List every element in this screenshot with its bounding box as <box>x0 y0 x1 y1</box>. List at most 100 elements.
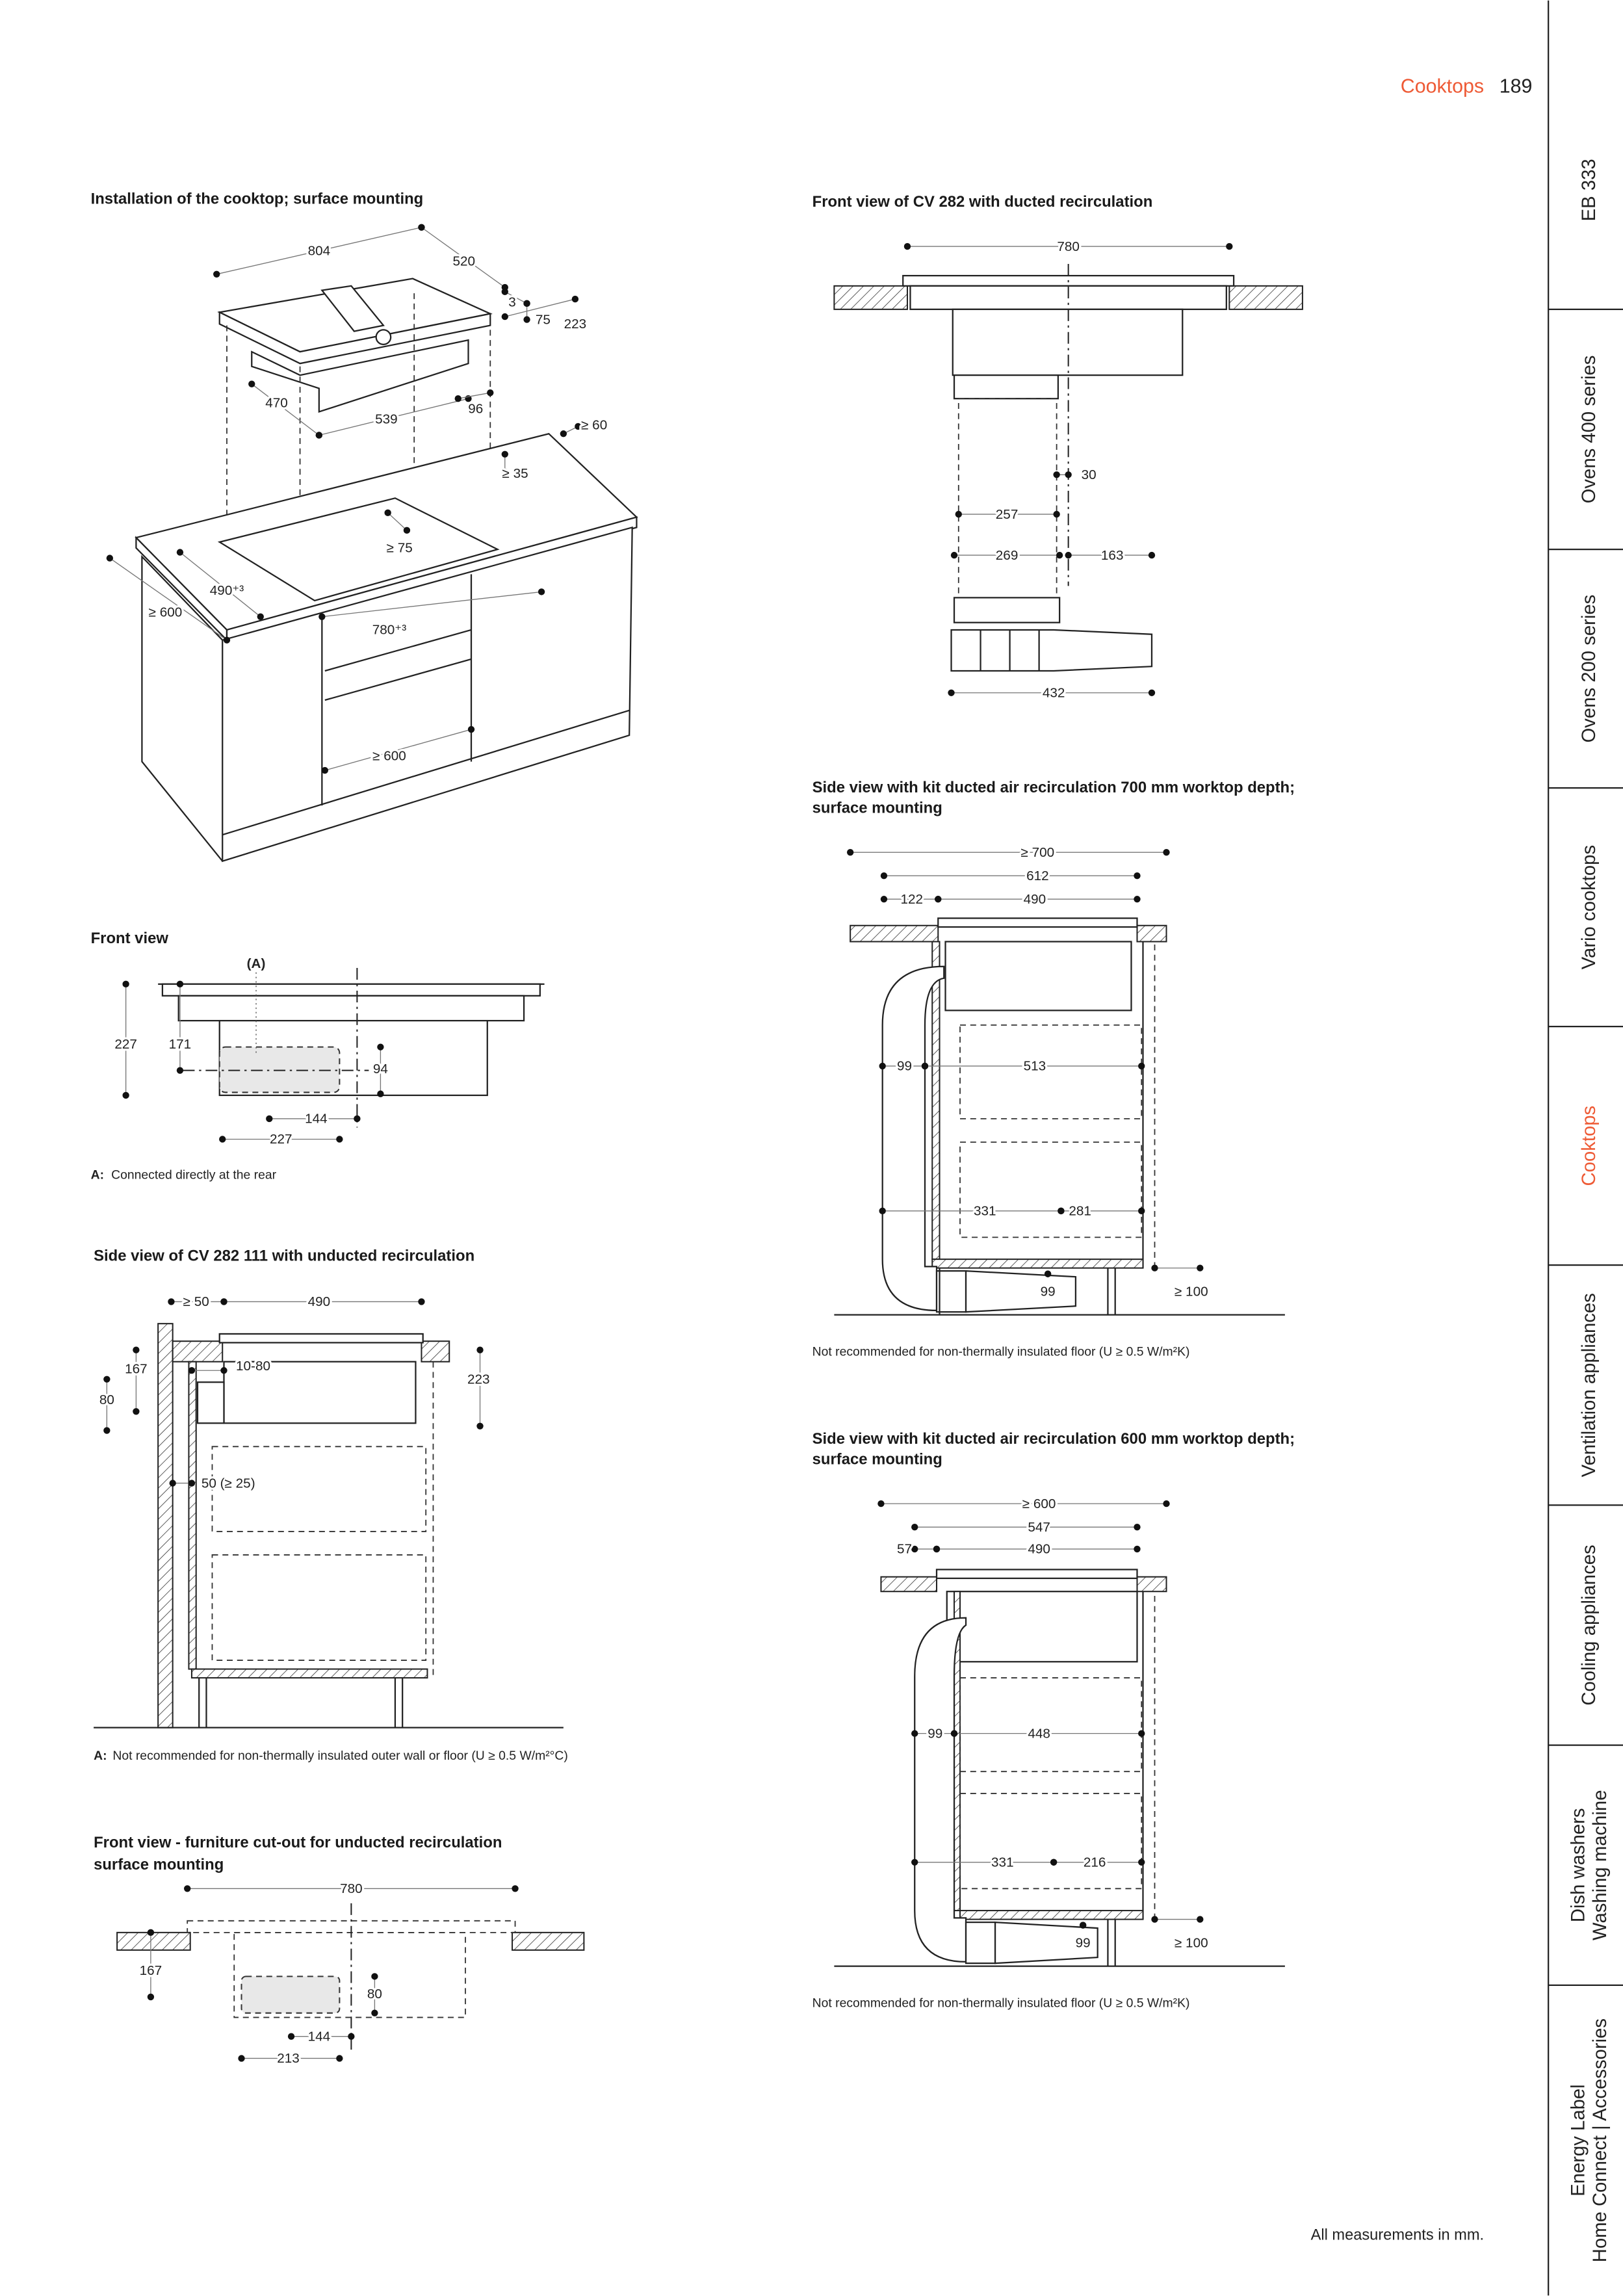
dimension-label: 94 <box>373 1062 388 1076</box>
dimension: 432 <box>948 683 1156 703</box>
cutout-outlet <box>240 1976 341 2014</box>
dimension-dot <box>501 313 508 320</box>
dimension-dot <box>184 1885 191 1892</box>
dimension-dot <box>188 1367 196 1374</box>
dimension-dot <box>1053 510 1060 518</box>
dimension-label: 432 <box>1043 686 1065 701</box>
dimension-label: 216 <box>1084 1855 1106 1870</box>
sidebar-tab-eb-333[interactable]: EB 333 <box>1579 159 1600 221</box>
dimension-dot <box>287 2033 295 2040</box>
dimension-dot <box>103 1427 110 1434</box>
dimension-dot <box>560 430 567 437</box>
sidebar-tab-cooktops[interactable]: Cooktops <box>1548 1025 1623 1186</box>
dimension: 122 <box>880 890 942 909</box>
dimension-dot <box>1163 1500 1170 1507</box>
side-600-title-1: Side view with kit ducted air recirculat… <box>812 1430 1295 1448</box>
sidebar-tab-label: Home Connect | Accessories <box>1590 2018 1611 2262</box>
dimension-dot <box>571 295 579 303</box>
dimension-label: 780 <box>340 1881 363 1896</box>
dimension-dot <box>377 1043 384 1050</box>
dimension-label: 804 <box>308 244 331 259</box>
installation-diagram: Installation of the cooktop; surface mou… <box>91 190 638 863</box>
dimension: 144 <box>287 2027 355 2046</box>
dimension-dot <box>1226 242 1233 250</box>
side-700-note: Not recommended for non-thermally insula… <box>812 1345 1190 1359</box>
sidebar-tab-ovens-400-series[interactable]: Ovens 400 series <box>1548 308 1623 504</box>
dimension-dot <box>523 316 530 323</box>
dimension-dot <box>1134 896 1141 903</box>
dimension-label: 99 <box>928 1726 942 1741</box>
dimension-dot <box>1134 1523 1141 1531</box>
dimension: 223 <box>501 295 589 333</box>
dimension-dot <box>846 849 854 856</box>
cabinet-front <box>222 526 633 863</box>
cutout-diagram: Front view - furniture cut-out for unduc… <box>94 1834 585 2050</box>
dimension-dot <box>147 1929 155 1937</box>
dimension-label: 99 <box>1041 1284 1056 1299</box>
dimension: 216 <box>1050 1853 1145 1872</box>
sidebar-tab-ovens-200-series[interactable]: Ovens 200 series <box>1548 548 1623 742</box>
dimension: 513 <box>921 1056 1145 1076</box>
dimension-label: ≥ 600 <box>149 605 183 620</box>
dimension-dot <box>950 1730 958 1737</box>
footer-note: All measurements in mm. <box>1311 2227 1485 2244</box>
front-view-note: Connected directly at the rear <box>111 1168 277 1182</box>
dimension-dot <box>103 1376 110 1383</box>
dimension-label: 80 <box>367 1987 382 2002</box>
dimension-dot <box>315 432 323 439</box>
downdraft-vent <box>320 285 385 332</box>
dimension-label: 490 <box>1024 892 1046 907</box>
dimension-dot <box>501 468 508 475</box>
dimension-dot <box>266 1115 273 1123</box>
dimension: 281 <box>1058 1201 1145 1221</box>
sidebar-tab-label: Cooling appliances <box>1579 1545 1600 1705</box>
sidebar-tab-label: Washing machine <box>1590 1790 1611 1941</box>
dimension: 490 <box>935 890 1141 909</box>
dimension-dot <box>454 395 461 402</box>
sidebar-tab-vario-cooktops[interactable]: Vario cooktops <box>1548 787 1623 969</box>
dimension: 227 <box>219 1130 343 1149</box>
dimension-dot <box>1138 1859 1145 1866</box>
dimension-label: 99 <box>897 1059 912 1074</box>
dimension-dot <box>523 300 530 307</box>
dimension-dot <box>1079 1922 1087 1929</box>
dimension-line <box>387 512 408 531</box>
dimension-label: 163 <box>1101 548 1124 563</box>
dimension: 257 <box>955 504 1060 524</box>
dimension-dot <box>879 1207 886 1214</box>
duct-pipe <box>881 965 945 1312</box>
dimension-line <box>216 227 422 275</box>
dimension: 163 <box>1065 545 1156 565</box>
dimension-label: 612 <box>1026 868 1049 883</box>
dimension-dot <box>1138 1730 1145 1737</box>
dimension-label: 223 <box>467 1372 490 1387</box>
dimension-dot <box>1050 1859 1058 1866</box>
side-unducted-note: Not recommended for non-thermally insula… <box>112 1749 568 1763</box>
dimension: 470 <box>248 380 323 439</box>
side-600-note: Not recommended for non-thermally insula… <box>812 1996 1190 2011</box>
dimension-dot <box>1148 689 1156 696</box>
dimension-label: ≥ 700 <box>1021 845 1055 860</box>
dimension-label: 213 <box>277 2051 300 2066</box>
dimension: 780⁺³ <box>318 588 545 640</box>
dimension-dot <box>955 510 962 518</box>
dimension-dot <box>476 1422 484 1429</box>
dimension-line <box>109 558 227 641</box>
sidebar-tab-ventilation-appliances[interactable]: Ventilation appliances <box>1548 1264 1623 1477</box>
dimension-label: 75 <box>536 312 551 327</box>
dimension-dot <box>220 1298 227 1305</box>
dimension-dot <box>1151 1916 1158 1923</box>
sidebar-tab-cooling-appliances[interactable]: Cooling appliances <box>1548 1504 1623 1706</box>
dimension-dot <box>1065 551 1072 559</box>
dimension-dot <box>1044 1270 1052 1277</box>
dimension-label: 57 <box>897 1542 912 1557</box>
dimension: 99 <box>879 1056 929 1076</box>
cooktop-body <box>223 1361 417 1424</box>
dimension-label: 539 <box>375 411 398 426</box>
dimension-dot <box>1197 1916 1204 1923</box>
dimension-label: ≥ 100 <box>1175 1935 1208 1950</box>
section-title: Cooktops <box>1401 75 1484 98</box>
